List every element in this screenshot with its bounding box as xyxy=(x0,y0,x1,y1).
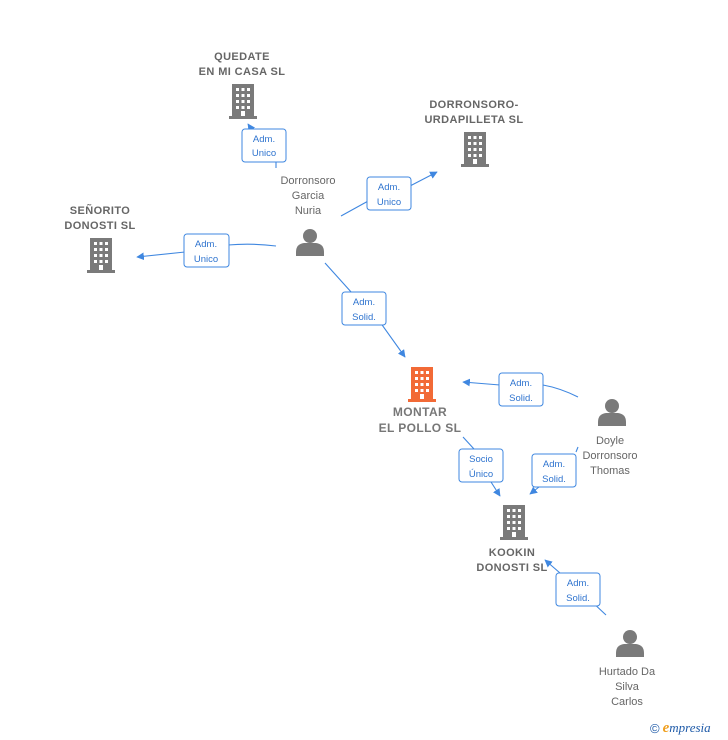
edge-label-line2: Solid. xyxy=(566,593,590,604)
node-dorronsoro-garcia-nuria[interactable]: Dorronsoro Garcia Nuria xyxy=(280,175,336,256)
edge-label-line2: Solid. xyxy=(352,312,376,323)
brand-name: mpresia xyxy=(669,720,711,735)
edge-label-line2: Único xyxy=(469,469,493,480)
node-doyle-dorronsoro-thomas[interactable]: Doyle Dorronsoro Thomas xyxy=(582,399,638,477)
edge-montar-kookin: Socio Único xyxy=(458,436,504,496)
edge-line xyxy=(137,243,277,257)
node-label-line3: Carlos xyxy=(611,696,643,708)
edge-label-line1: Adm. xyxy=(567,578,589,589)
node-label-line2: EN MI CASA SL xyxy=(199,66,286,78)
edge-label-box xyxy=(555,572,601,607)
node-label-line2: Silva xyxy=(615,681,640,693)
edge-label-line1: Adm. xyxy=(510,378,532,389)
node-label-line1: KOOKIN xyxy=(489,547,535,559)
node-label-line2: DONOSTI SL xyxy=(476,562,547,574)
edge-label-line1: Adm. xyxy=(378,182,400,193)
footer-brand[interactable]: © e mpresia xyxy=(650,719,711,737)
node-hurtado-da-silva-carlos[interactable]: Hurtado Da Silva Carlos xyxy=(599,630,656,708)
edge-label-box xyxy=(498,372,544,407)
node-label-line1: Dorronsoro xyxy=(280,175,335,187)
edge-label-line1: Socio xyxy=(469,454,493,465)
edge-label-line2: Unico xyxy=(194,254,218,265)
copyright-icon: © xyxy=(650,720,660,736)
edge-label-box xyxy=(241,128,287,163)
node-label-line1: DORRONSORO- xyxy=(429,99,518,111)
node-label-line2: Dorronsoro xyxy=(582,450,637,462)
edge-label-box xyxy=(366,176,412,211)
node-dorronsoro-urdapilleta[interactable]: DORRONSORO- URDAPILLETA SL xyxy=(424,99,523,167)
node-label-line2: URDAPILLETA SL xyxy=(424,114,523,126)
building-icon xyxy=(500,505,528,540)
building-icon xyxy=(229,84,257,119)
building-icon xyxy=(408,367,436,402)
person-icon xyxy=(598,399,626,426)
edge-label-line2: Unico xyxy=(377,197,401,208)
edge-nuria-quedate: Adm. Unico xyxy=(241,123,287,168)
edge-label-line1: Adm. xyxy=(253,134,275,145)
edge-nuria-montar: Adm. Solid. xyxy=(324,262,405,357)
edge-line xyxy=(463,382,579,398)
brand-logo-e: e xyxy=(662,719,670,736)
edge-label-line1: Adm. xyxy=(353,297,375,308)
person-icon xyxy=(296,229,324,256)
node-label-line1: Doyle xyxy=(596,435,624,447)
node-kookin-donosti[interactable]: KOOKIN DONOSTI SL xyxy=(476,505,547,574)
edge-line xyxy=(340,172,437,217)
edge-hurtado-kookin: Adm. Solid. xyxy=(545,560,607,616)
node-label-line2: EL POLLO SL xyxy=(379,421,462,435)
edge-doyle-montar: Adm. Solid. xyxy=(463,372,579,407)
node-montar-el-pollo[interactable]: MONTAR EL POLLO SL xyxy=(379,367,462,435)
node-label-line2: DONOSTI SL xyxy=(64,220,135,232)
edge-label-box xyxy=(183,233,230,268)
building-icon xyxy=(87,238,115,273)
building-icon xyxy=(461,132,489,167)
edge-label-line2: Solid. xyxy=(509,393,533,404)
edge-doyle-kookin: Adm. Solid. xyxy=(530,446,579,494)
node-label-line1: Hurtado Da xyxy=(599,666,656,678)
node-label-line1: SEÑORITO xyxy=(70,204,130,217)
edge-label-line1: Adm. xyxy=(543,459,565,470)
node-label-line2: Garcia xyxy=(292,190,325,202)
edge-label-line2: Unico xyxy=(252,148,276,159)
edge-nuria-urdapilleta: Adm. Unico xyxy=(340,172,437,217)
edge-line xyxy=(462,436,500,496)
node-label-line3: Thomas xyxy=(590,465,630,477)
edge-label-box xyxy=(341,291,387,326)
edge-label-line2: Solid. xyxy=(542,474,566,485)
edge-line xyxy=(324,262,405,357)
node-label-line1: MONTAR xyxy=(393,405,447,419)
edge-nuria-senorito: Adm. Unico xyxy=(137,233,277,268)
node-label-line3: Nuria xyxy=(295,205,322,217)
node-quedate-en-mi-casa[interactable]: QUEDATE EN MI CASA SL xyxy=(199,51,286,119)
edge-label-line1: Adm. xyxy=(195,239,217,250)
edge-label-box xyxy=(531,453,577,488)
person-icon xyxy=(616,630,644,657)
edge-label-box xyxy=(458,448,504,483)
node-label-line1: QUEDATE xyxy=(214,51,270,63)
node-senorito-donosti[interactable]: SEÑORITO DONOSTI SL xyxy=(64,204,135,273)
